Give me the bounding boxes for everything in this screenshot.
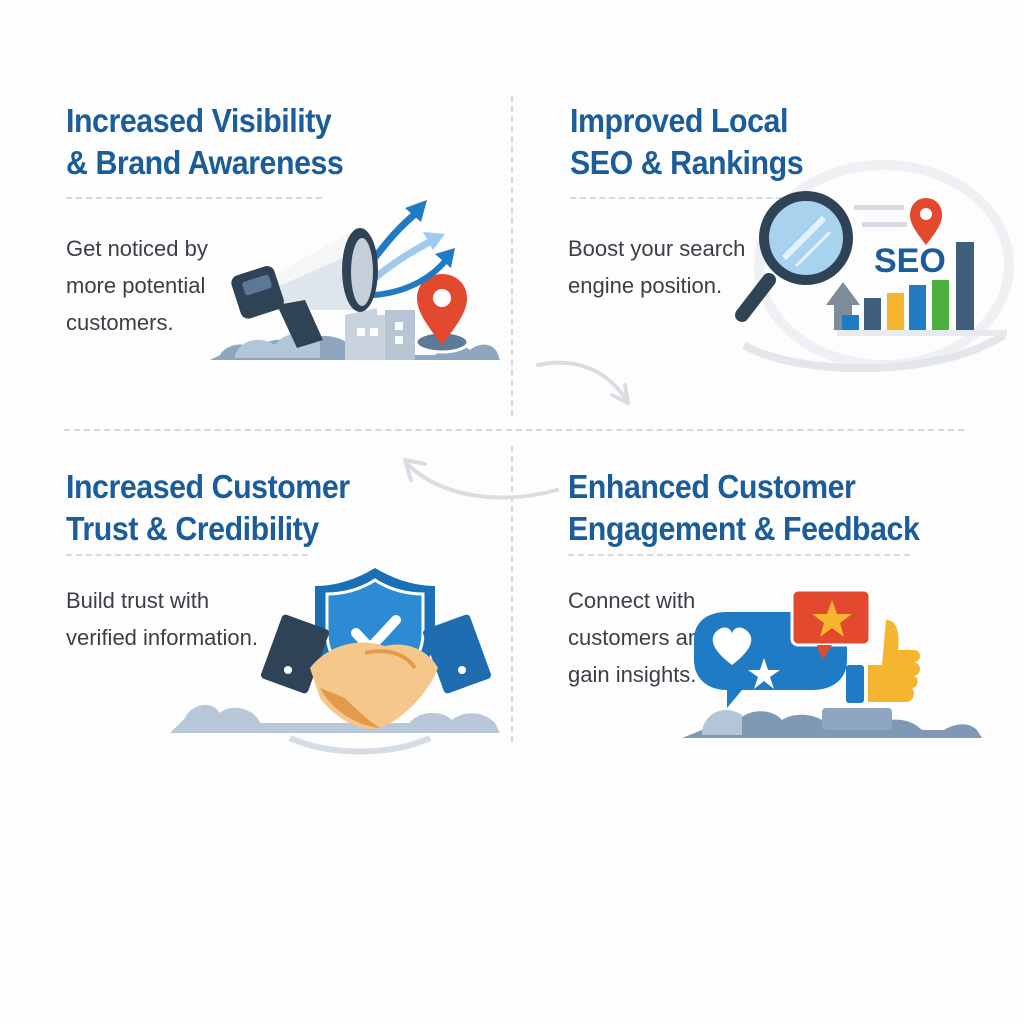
quadrant-title: Enhanced Customer Engagement & Feedback	[568, 466, 920, 550]
quadrant-title: Increased Customer Trust & Credibility	[66, 466, 350, 550]
title-line-1: Increased Customer	[66, 468, 350, 505]
svg-text:SEO: SEO	[874, 242, 946, 280]
title-line-1: Increased Visibility	[66, 102, 332, 139]
quadrant-engagement: Enhanced Customer Engagement & Feedback …	[512, 430, 1024, 760]
title-line-2: SEO & Rankings	[570, 144, 804, 181]
desc-line: Connect with	[568, 588, 696, 613]
quadrant-description: Get noticed by more potential customers.	[66, 230, 208, 341]
magnifier-seo-chart-icon: SEO	[735, 160, 1014, 373]
title-line-1: Improved Local	[570, 102, 788, 139]
vertical-divider-top	[511, 96, 513, 416]
title-line-2: Trust & Credibility	[66, 510, 319, 547]
quadrant-visibility: Increased Visibility & Brand Awareness G…	[0, 0, 512, 430]
title-underline	[570, 197, 792, 199]
desc-line: customers.	[66, 310, 174, 335]
quadrant-title: Improved Local SEO & Rankings	[570, 100, 804, 184]
quadrant-description: Boost your search engine position.	[568, 230, 745, 304]
title-line-2: Engagement & Feedback	[568, 510, 920, 547]
title-underline	[66, 554, 308, 556]
quadrant-description: Connect with customers and gain insights…	[568, 582, 712, 693]
desc-line: Build trust with	[66, 588, 210, 613]
desc-line: verified information.	[66, 625, 258, 650]
curved-arrow-right-icon	[536, 360, 630, 405]
quadrant-description: Build trust with verified information.	[66, 582, 258, 656]
desc-line: Get noticed by	[66, 236, 208, 261]
vertical-divider-bottom	[511, 446, 513, 742]
horizontal-divider	[64, 429, 964, 431]
quadrant-seo: Improved Local SEO & Rankings Boost your…	[512, 0, 1024, 430]
desc-line: customers and	[568, 625, 713, 650]
title-underline	[66, 197, 322, 199]
desc-line: engine position.	[568, 273, 723, 298]
curved-arrow-left-icon	[403, 458, 559, 500]
desc-line: gain insights.	[568, 662, 697, 687]
title-underline	[568, 554, 910, 556]
quadrant-title: Increased Visibility & Brand Awareness	[66, 100, 344, 184]
title-line-2: & Brand Awareness	[66, 144, 344, 181]
megaphone-icon	[210, 200, 500, 360]
shield-handshake-icon	[170, 568, 500, 755]
desc-line: Boost your search	[568, 236, 746, 261]
quadrant-trust: Increased Customer Trust & Credibility B…	[0, 430, 512, 760]
desc-line: more potential	[66, 273, 206, 298]
title-line-1: Enhanced Customer	[568, 468, 856, 505]
chat-feedback-icon	[682, 588, 982, 738]
